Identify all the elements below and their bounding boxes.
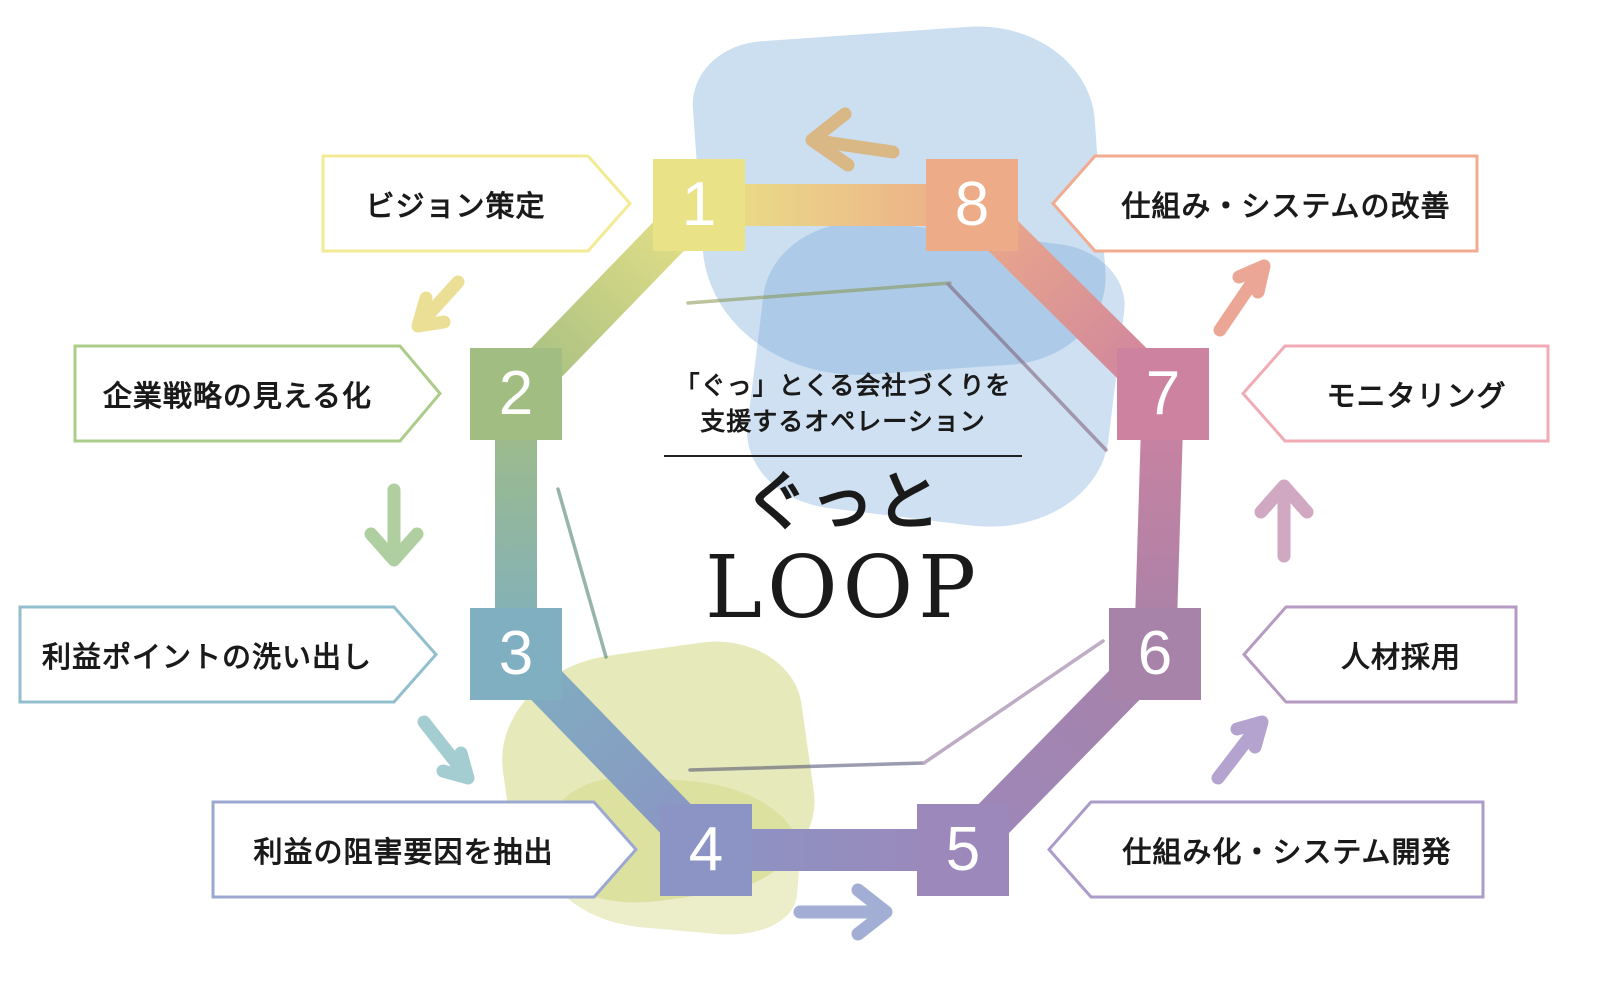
- step-number-2: 2: [498, 359, 534, 428]
- step-label-shape-2: [73, 344, 442, 443]
- step-node-6: 6: [1109, 608, 1201, 700]
- step-number-5: 5: [945, 815, 981, 884]
- arrow-5-to-6-icon: [1211, 715, 1269, 785]
- step-label-8: 仕組み・システムの改善: [1121, 190, 1451, 223]
- step-label-1: ビジョン策定: [365, 190, 546, 223]
- brush-stroke-icon: [686, 281, 952, 305]
- step-label-7: モニタリング: [1326, 380, 1507, 413]
- step-label-shape-6: [1241, 605, 1518, 704]
- arrow-7-to-8-icon: [1213, 259, 1271, 337]
- arrow-3-to-4-icon: [417, 715, 475, 785]
- flow-arrows: [364, 107, 1314, 941]
- step-label-shape-7: [1240, 344, 1550, 443]
- step-number-4: 4: [688, 815, 724, 884]
- step-number-8: 8: [954, 170, 990, 239]
- step-label-shape-8: [1050, 154, 1479, 253]
- arrow-2-to-3-icon: [364, 483, 424, 567]
- step-label-shape-3: [18, 605, 439, 704]
- step-label-5: 仕組み化・システム開発: [1122, 836, 1452, 869]
- arrow-8-to-1-icon: [805, 107, 900, 172]
- brush-stroke-icon: [556, 487, 608, 659]
- step-number-7: 7: [1145, 359, 1181, 428]
- step-label-shape-5: [1046, 800, 1485, 899]
- step-label-2: 企業戦略の見える化: [102, 380, 373, 413]
- brush-stroke-icon: [946, 282, 1108, 452]
- step-number-1: 1: [681, 170, 717, 239]
- step-node-8: 8: [926, 159, 1018, 251]
- step-node-5: 5: [917, 804, 1009, 896]
- brush-stroke-icon: [688, 761, 926, 772]
- center-divider: [664, 454, 1022, 457]
- step-label-6: 人材採用: [1340, 641, 1461, 674]
- arrow-4-to-5-icon: [793, 883, 893, 941]
- step-node-1: 1: [653, 159, 745, 251]
- brush-stroke-icon: [922, 639, 1105, 765]
- center-title-block: 「ぐっ」とくる会社づくりを 支援するオペレーション ぐっと LOOP: [643, 368, 1043, 633]
- step-number-3: 3: [498, 619, 534, 688]
- center-subtitle-line1: 「ぐっ」とくる会社づくりを: [674, 372, 1012, 400]
- arrow-1-to-2-icon: [411, 275, 465, 333]
- step-number-6: 6: [1137, 619, 1173, 688]
- step-label-shape-1: [321, 154, 633, 253]
- center-title-en: LOOP: [705, 537, 981, 638]
- step-label-4: 利益の阻害要因を抽出: [253, 836, 554, 869]
- center-subtitle-line2: 支援するオペレーション: [700, 408, 986, 437]
- step-node-4: 4: [660, 804, 752, 896]
- step-label-3: 利益ポイントの洗い出し: [41, 641, 372, 674]
- center-title-jp: ぐっと: [744, 464, 942, 540]
- step-node-3: 3: [470, 608, 562, 700]
- step-node-7: 7: [1117, 348, 1209, 440]
- step-node-2: 2: [470, 348, 562, 440]
- arrow-6-to-7-icon: [1254, 479, 1314, 563]
